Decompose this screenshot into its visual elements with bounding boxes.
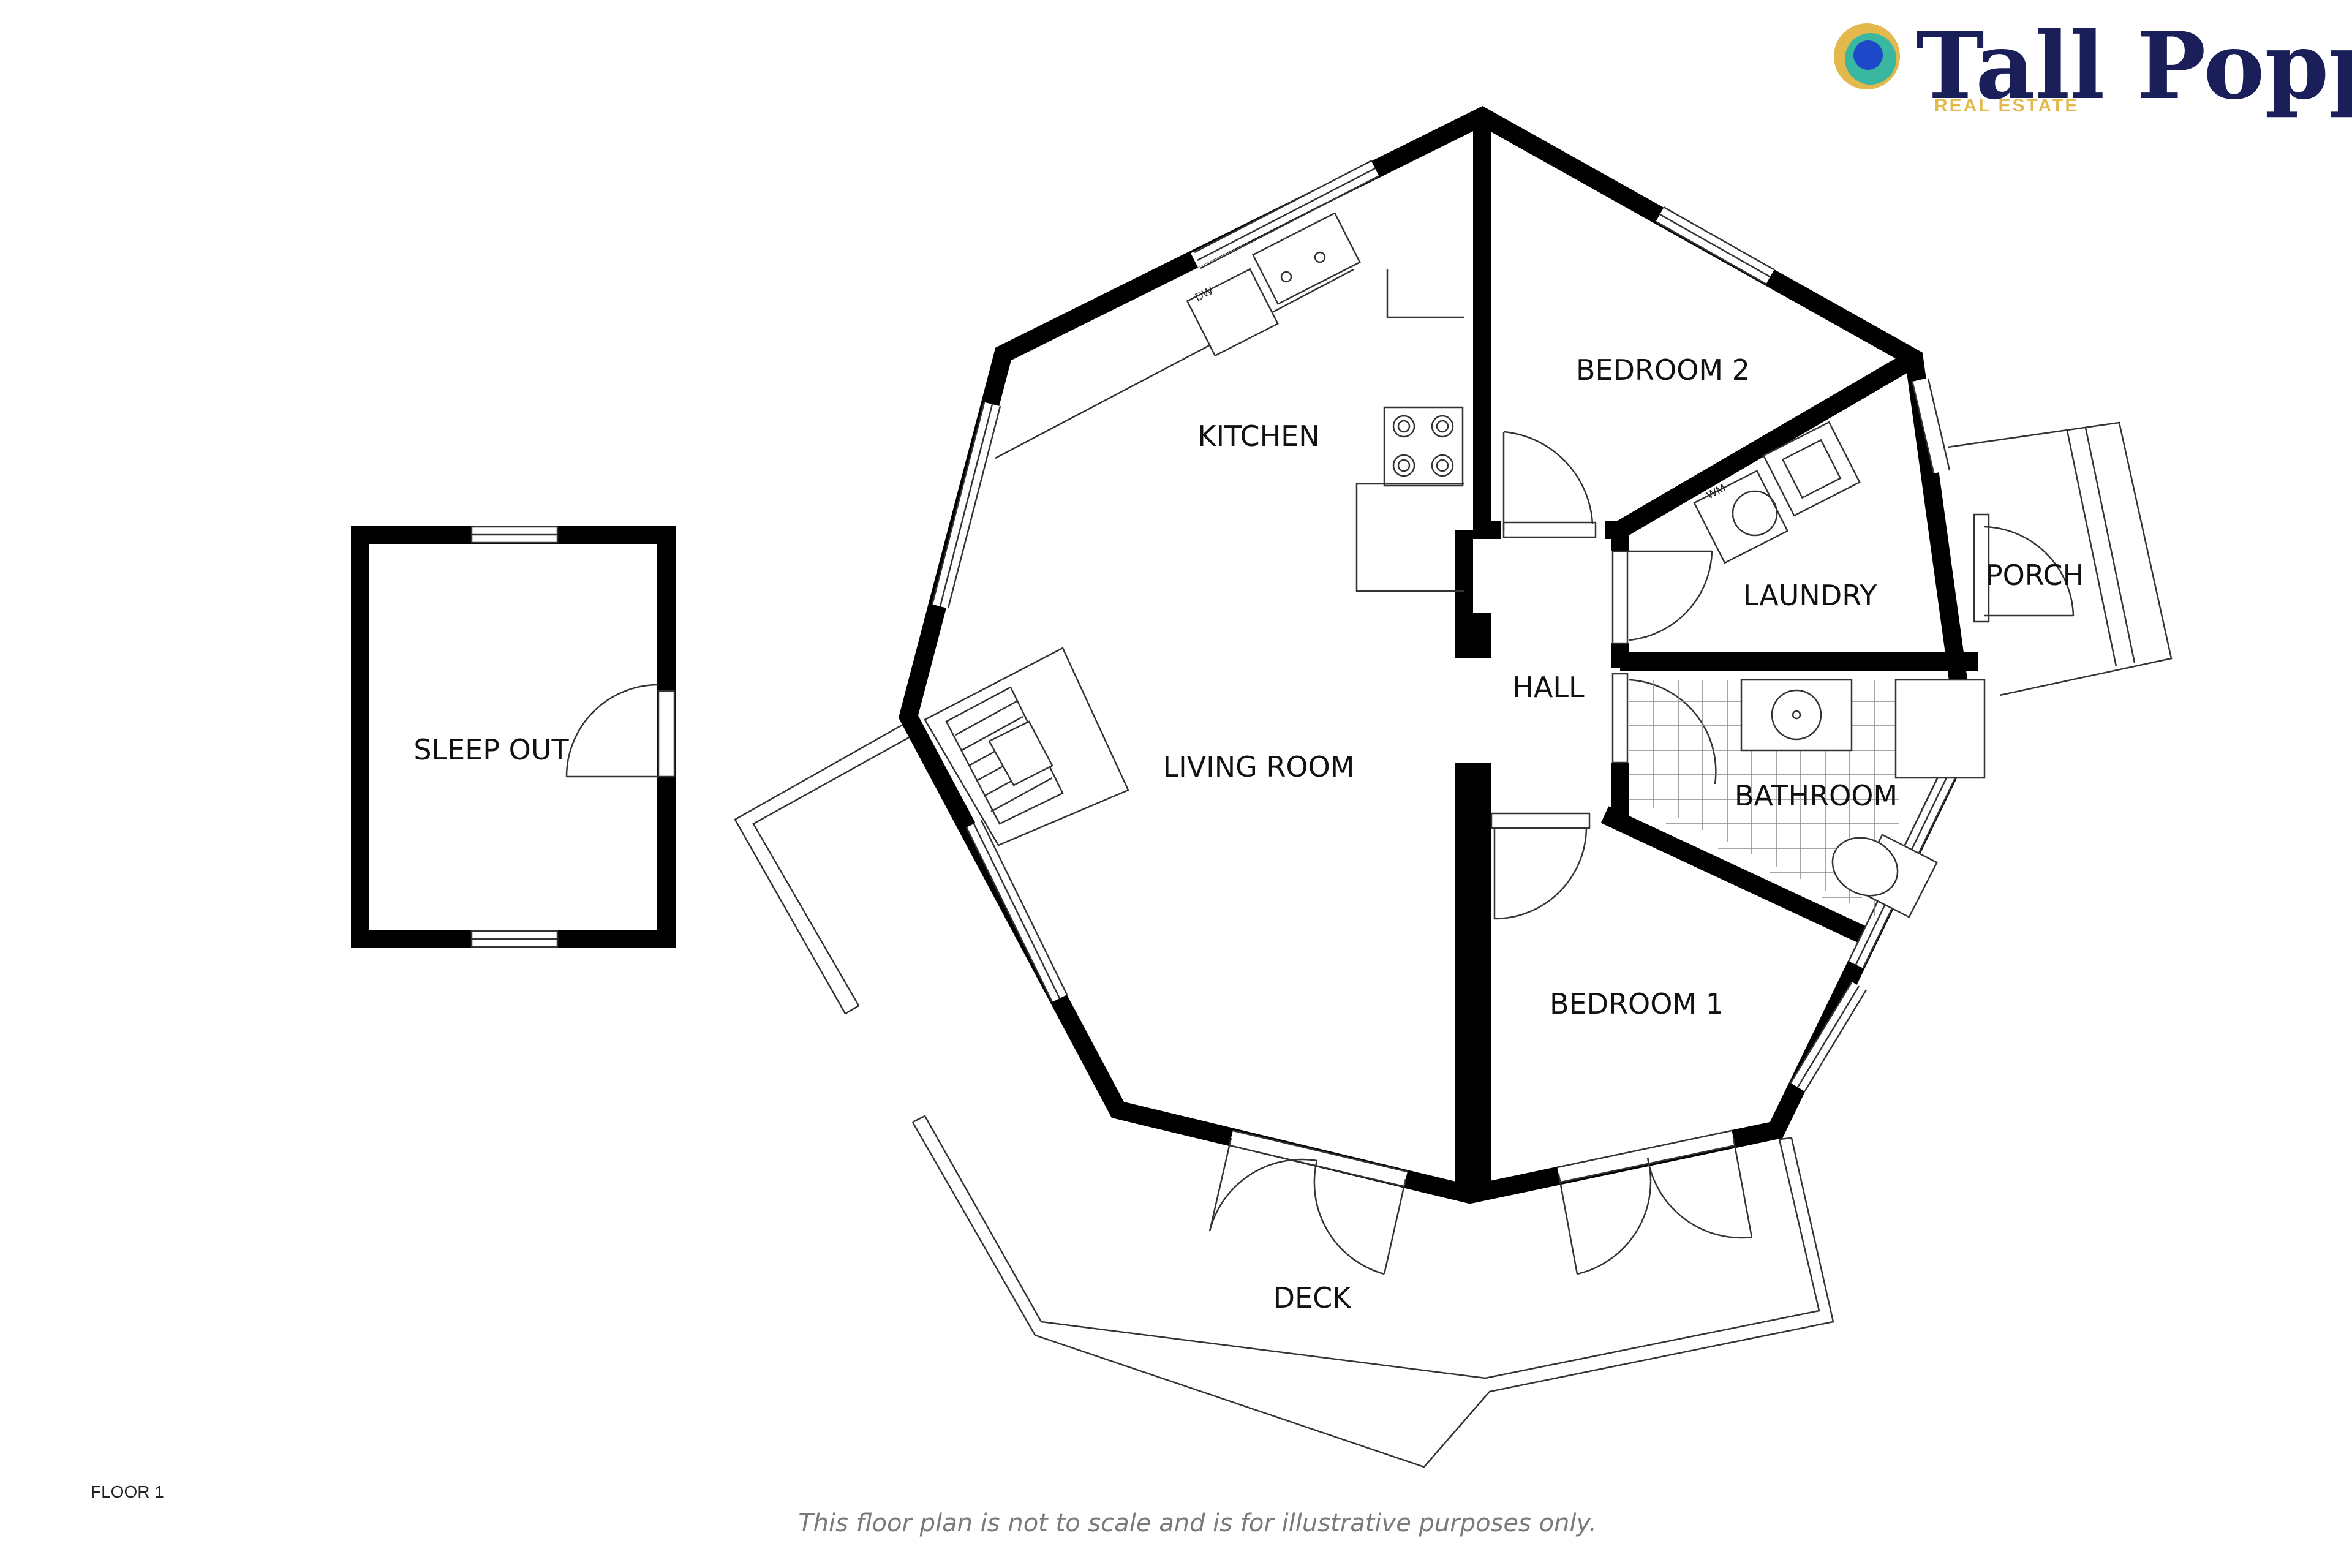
- room-label-bedroom-1: BEDROOM 1: [1550, 987, 1724, 1020]
- room-label-kitchen: KITCHEN: [1197, 420, 1319, 453]
- bathroom-fixtures: [1629, 679, 1986, 918]
- room-label-hall: HALL: [1512, 671, 1585, 704]
- floor-label: FLOOR 1: [91, 1482, 164, 1501]
- room-label-porch: PORCH: [1986, 559, 2084, 592]
- kitchen-fixtures: DW: [995, 212, 1464, 592]
- sleep-out-building: [351, 526, 676, 948]
- disclaimer: This floor plan is not to scale and is f…: [798, 1509, 1597, 1537]
- deck-outline: [911, 1115, 1834, 1468]
- room-label-deck: DECK: [1273, 1281, 1352, 1314]
- room-label-bedroom-2: BEDROOM 2: [1576, 353, 1750, 386]
- pergola: [734, 720, 916, 1015]
- interior-walls: [1455, 116, 1978, 1194]
- room-label-laundry: LAUNDRY: [1743, 579, 1878, 612]
- room-label-bathroom: BATHROOM: [1735, 779, 1898, 812]
- room-label-sleep-out: SLEEP OUT: [413, 733, 569, 766]
- brand-logo: Tall Poppy REAL ESTATE: [1834, 12, 2352, 120]
- room-label-living-room: LIVING ROOM: [1163, 750, 1355, 783]
- doors: [1208, 431, 2075, 1275]
- porch-outline: [1947, 421, 2173, 696]
- fireplace-icon: [924, 647, 1129, 846]
- laundry-fixtures: WM: [1693, 421, 1861, 564]
- brand-tagline: REAL ESTATE: [1934, 96, 2079, 116]
- room-labels: KITCHEN BEDROOM 2 LAUNDRY PORCH HALL LIV…: [413, 353, 2084, 1314]
- brand-name: Tall Poppy: [1916, 12, 2352, 120]
